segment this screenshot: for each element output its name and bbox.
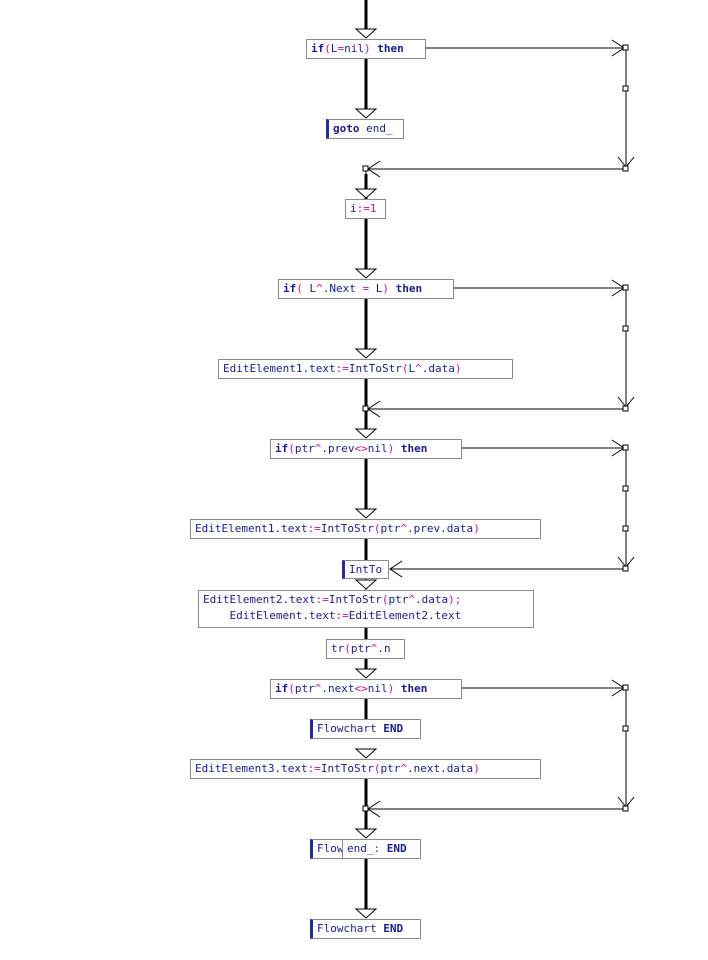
edit2-block-node[interactable]: EditElement2.text:=IntToStr(ptr^.data); …: [198, 590, 534, 628]
arrowhead-down: [354, 508, 378, 519]
edit2-line-2: EditElement.text:=EditElement2.text: [203, 609, 462, 622]
if-l-nil-node[interactable]: if(L=nil) then: [306, 39, 426, 59]
intto-fragment-node[interactable]: IntTo: [342, 560, 389, 579]
arrowhead-down: [354, 108, 378, 119]
arrowhead-down: [354, 428, 378, 439]
kw-if: if: [311, 42, 325, 55]
arrowhead-down: [354, 28, 378, 39]
edit1-l-data-node[interactable]: EditElement1.text:=IntToStr(L^.data): [218, 359, 513, 379]
arrowhead-down: [354, 579, 378, 590]
kw-then: then: [377, 42, 404, 55]
branch-if-l-nil: [362, 39, 635, 178]
branch-if-l-next: [362, 279, 635, 418]
flowchart-end-node-1[interactable]: Flowchart END: [310, 719, 421, 739]
arrowhead-down: [354, 908, 378, 919]
arrowhead-down: [354, 268, 378, 279]
flowchart-end-node-2[interactable]: Flowchart END: [310, 919, 421, 939]
branch-if-ptr-next: [362, 679, 635, 818]
end-label-node[interactable]: end_: END: [342, 839, 421, 859]
if-ptr-prev-node[interactable]: if(ptr^.prev<>nil) then: [270, 439, 462, 459]
arrowhead-down: [354, 668, 378, 679]
arrowhead-down: [354, 828, 378, 839]
if-l-next-node[interactable]: if( L^.Next = L) then: [278, 279, 454, 299]
arrowhead-down: [354, 348, 378, 359]
arrowhead-down: [354, 188, 378, 199]
tr-fragment-node[interactable]: tr(ptr^.n: [326, 639, 405, 659]
assign-i-node[interactable]: i:=1: [345, 199, 386, 219]
branch-if-ptr-prev: [389, 439, 635, 578]
flow-fragment-node[interactable]: Flow: [310, 839, 350, 859]
edit1-prev-data-node[interactable]: EditElement1.text:=IntToStr(ptr^.prev.da…: [190, 519, 541, 539]
edit2-line-1: EditElement2.text:=IntToStr(ptr^.data);: [203, 593, 462, 606]
edit3-next-data-node[interactable]: EditElement3.text:=IntToStr(ptr^.next.da…: [190, 759, 541, 779]
down-arrowheads: [354, 28, 378, 919]
arrowhead-down: [354, 748, 378, 759]
if-ptr-next-node[interactable]: if(ptr^.next<>nil) then: [270, 679, 462, 699]
goto-end-node[interactable]: goto end_: [326, 119, 404, 139]
